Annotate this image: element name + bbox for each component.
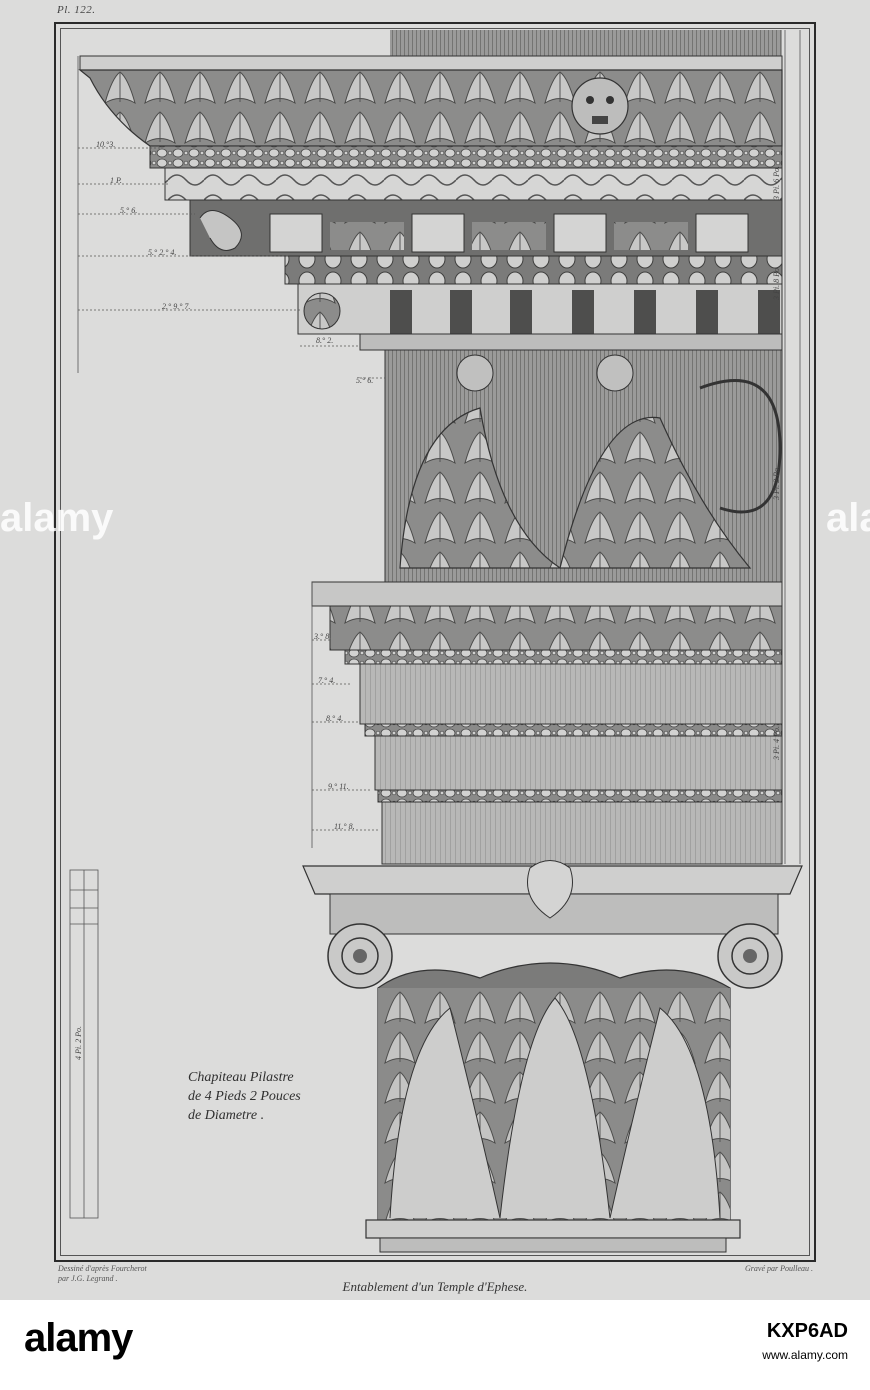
vertical-dimension: 3 Pi. 6 Po.: [772, 166, 781, 200]
cornice-dentil-band: [149, 145, 783, 169]
plate-caption: Chapiteau Pilastre de 4 Pieds 2 Pouces d…: [188, 1068, 301, 1125]
cornice-cymatium: [78, 69, 783, 147]
cornice-top-band: [79, 30, 783, 71]
dimension-lines-upper: [77, 30, 801, 864]
caption-line-2: de 4 Pieds 2 Pouces: [188, 1089, 301, 1104]
dimension-label: 5.° 6.: [120, 206, 138, 215]
dimension-label: 9.° 11.: [328, 782, 349, 791]
capital-acanthus: [377, 962, 731, 1221]
architrave-bead-1: [344, 649, 783, 665]
architrave-fillet: [311, 581, 783, 607]
capital-volutes: [327, 923, 783, 989]
lion-head: [571, 77, 629, 135]
dentil-row: [297, 283, 783, 335]
alamy-logo: alamy: [24, 1316, 133, 1360]
footer-url[interactable]: www.alamy.com: [762, 1348, 848, 1362]
engraved-by-credit: Gravé par Poulleau .: [745, 1264, 813, 1273]
scale-bar: [69, 869, 99, 1219]
watermark-right: ala: [826, 496, 870, 540]
architrave-leaf-band: [329, 605, 783, 651]
dimension-label: 10.°3.: [96, 140, 116, 149]
vertical-dimension: 3 Pi. 2 Po.: [772, 466, 781, 500]
architrave-fascia-3: [381, 801, 783, 865]
architrave-bead-3: [377, 789, 783, 803]
dimension-label: 5.° 2.° 4.: [148, 248, 177, 257]
architrave-bead-2: [364, 723, 783, 737]
engraving-sheet: Pl. 122.: [0, 0, 870, 1300]
cornice-wave-band: [164, 167, 783, 201]
dimension-label: 11.° 8.: [334, 822, 355, 831]
dimension-label: 2.° 9.° 7.: [162, 302, 191, 311]
watermark-left: alamy: [0, 496, 114, 540]
caption-line-1: Chapiteau Pilastre: [188, 1070, 294, 1085]
plate-frame-outer: [54, 22, 816, 1262]
stock-footer: alamy KXP6AD www.alamy.com: [0, 1300, 870, 1390]
frieze-panel: [384, 349, 783, 583]
dimension-label: 1 P.: [110, 176, 122, 185]
capital-astragal: [365, 1219, 741, 1253]
dimension-label: 8.° 2.: [316, 336, 334, 345]
scale-label: 4 Pi. 2 Po.: [74, 1026, 83, 1060]
dimension-label: 5.° 6.: [356, 376, 374, 385]
architrave-fascia-1: [359, 663, 783, 725]
plate-title: Entablement d'un Temple d'Ephese.: [342, 1279, 528, 1294]
architrave-fascia-2: [374, 735, 783, 791]
credit-left-line-1: Dessiné d'après Fourcherot: [58, 1264, 147, 1273]
image-id: KXP6AD: [766, 1320, 848, 1342]
dimension-label: 3.° 8.: [314, 632, 332, 641]
vertical-dimension: 3 Pi. 4 Po.: [772, 726, 781, 760]
vertical-dimension: 3 Pi. 8 Po.: [772, 266, 781, 300]
caption-line-3: de Diametre .: [188, 1108, 265, 1123]
credit-left-line-2: par J.G. Legrand .: [58, 1274, 118, 1283]
modillion-band: [189, 199, 783, 257]
architectural-drawing: [60, 28, 810, 1256]
plate-number: Pl. 122.: [57, 4, 96, 16]
dimension-label: 8.° 4.: [326, 714, 344, 723]
drawn-by-credit: Dessiné d'après Fourcherot par J.G. Legr…: [58, 1264, 147, 1284]
dimension-label: 7.° 4.: [318, 676, 336, 685]
plate-frame-inner: [60, 28, 810, 1256]
egg-dart-upper: [284, 255, 783, 285]
capital-abacus: [302, 860, 803, 935]
